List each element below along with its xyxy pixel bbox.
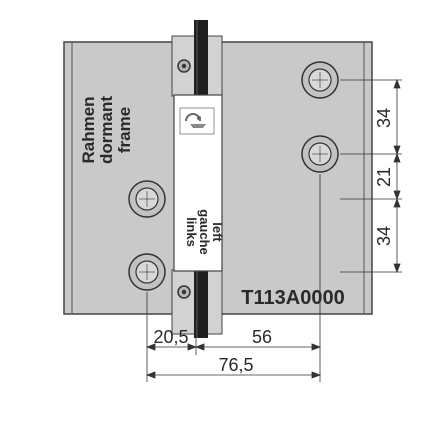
side-label-3: left [210, 222, 225, 242]
side-label-1: links [184, 217, 199, 247]
screw-hole-icon [128, 180, 166, 218]
screw-hole-icon [301, 61, 339, 99]
logo-icon [179, 107, 215, 135]
dim-bottom-left: 20,5 [153, 327, 188, 347]
dim-right-mid: 21 [374, 167, 394, 187]
right-dimension-lines [340, 78, 402, 274]
frame-label-3: frame [115, 107, 134, 153]
part-number: T113A0000 [241, 287, 344, 309]
screw-hole-icon [177, 285, 191, 299]
side-label-2: gauche [197, 209, 212, 255]
dim-right-bottom: 34 [374, 226, 394, 246]
frame-label-2: dormant [97, 96, 116, 164]
dim-right-top: 34 [374, 108, 394, 128]
dim-bottom-total: 76,5 [218, 355, 253, 375]
screw-hole-icon [177, 59, 191, 73]
screw-hole-icon [301, 135, 339, 173]
bottom-dimension-lines [145, 174, 322, 382]
dim-bottom-mid: 56 [252, 327, 272, 347]
screw-hole-icon [128, 253, 166, 291]
frame-label-1: Rahmen [79, 96, 98, 163]
